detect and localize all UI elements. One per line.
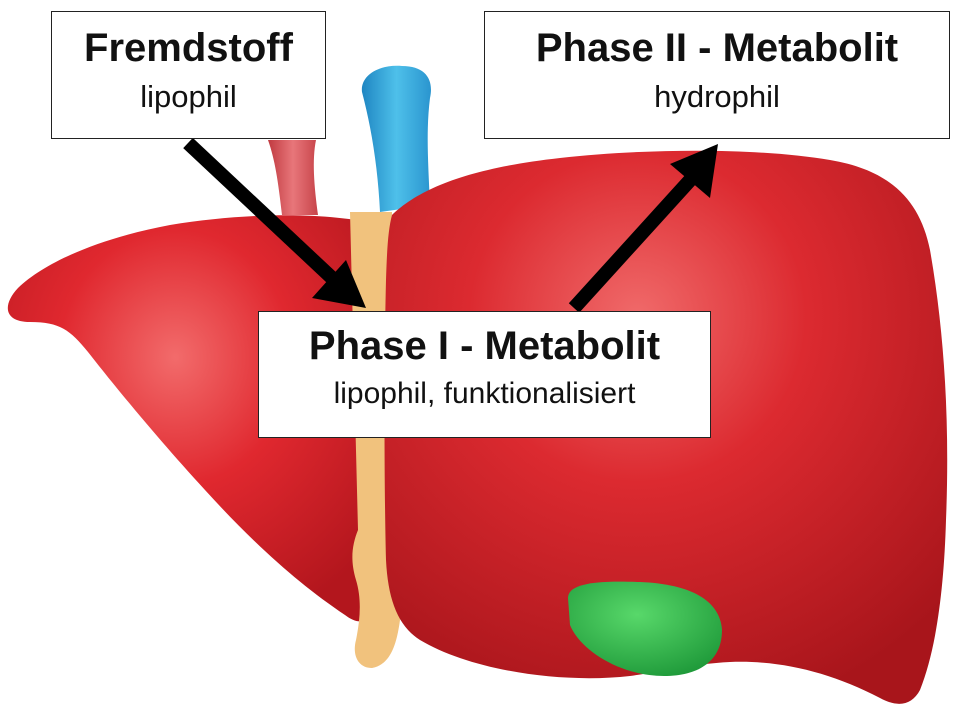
hepatic-artery <box>268 140 318 215</box>
gallbladder <box>568 581 722 676</box>
arrow-to-phase2-head <box>670 144 718 198</box>
phase1-subtitle: lipophil, funktionalisiert <box>333 377 636 410</box>
vena-cava <box>361 65 431 212</box>
phase1-title: Phase I - Metabolit <box>308 324 661 368</box>
arrow-to-phase2-line <box>568 173 698 313</box>
fremdstoff-subtitle: lipophil <box>140 79 237 114</box>
arrow-to-phase1-line <box>183 137 337 284</box>
phase2-subtitle: hydrophil <box>654 79 780 114</box>
arrow-to-phase1-head <box>312 260 366 308</box>
phase1-box: Phase I - Metabolit lipophil, funktional… <box>258 311 711 438</box>
phase2-box: Phase II - Metabolit hydrophil <box>484 11 950 139</box>
fremdstoff-title: Fremdstoff <box>84 26 293 70</box>
fremdstoff-box: Fremdstoff lipophil <box>51 11 326 139</box>
phase2-title: Phase II - Metabolit <box>535 26 899 70</box>
